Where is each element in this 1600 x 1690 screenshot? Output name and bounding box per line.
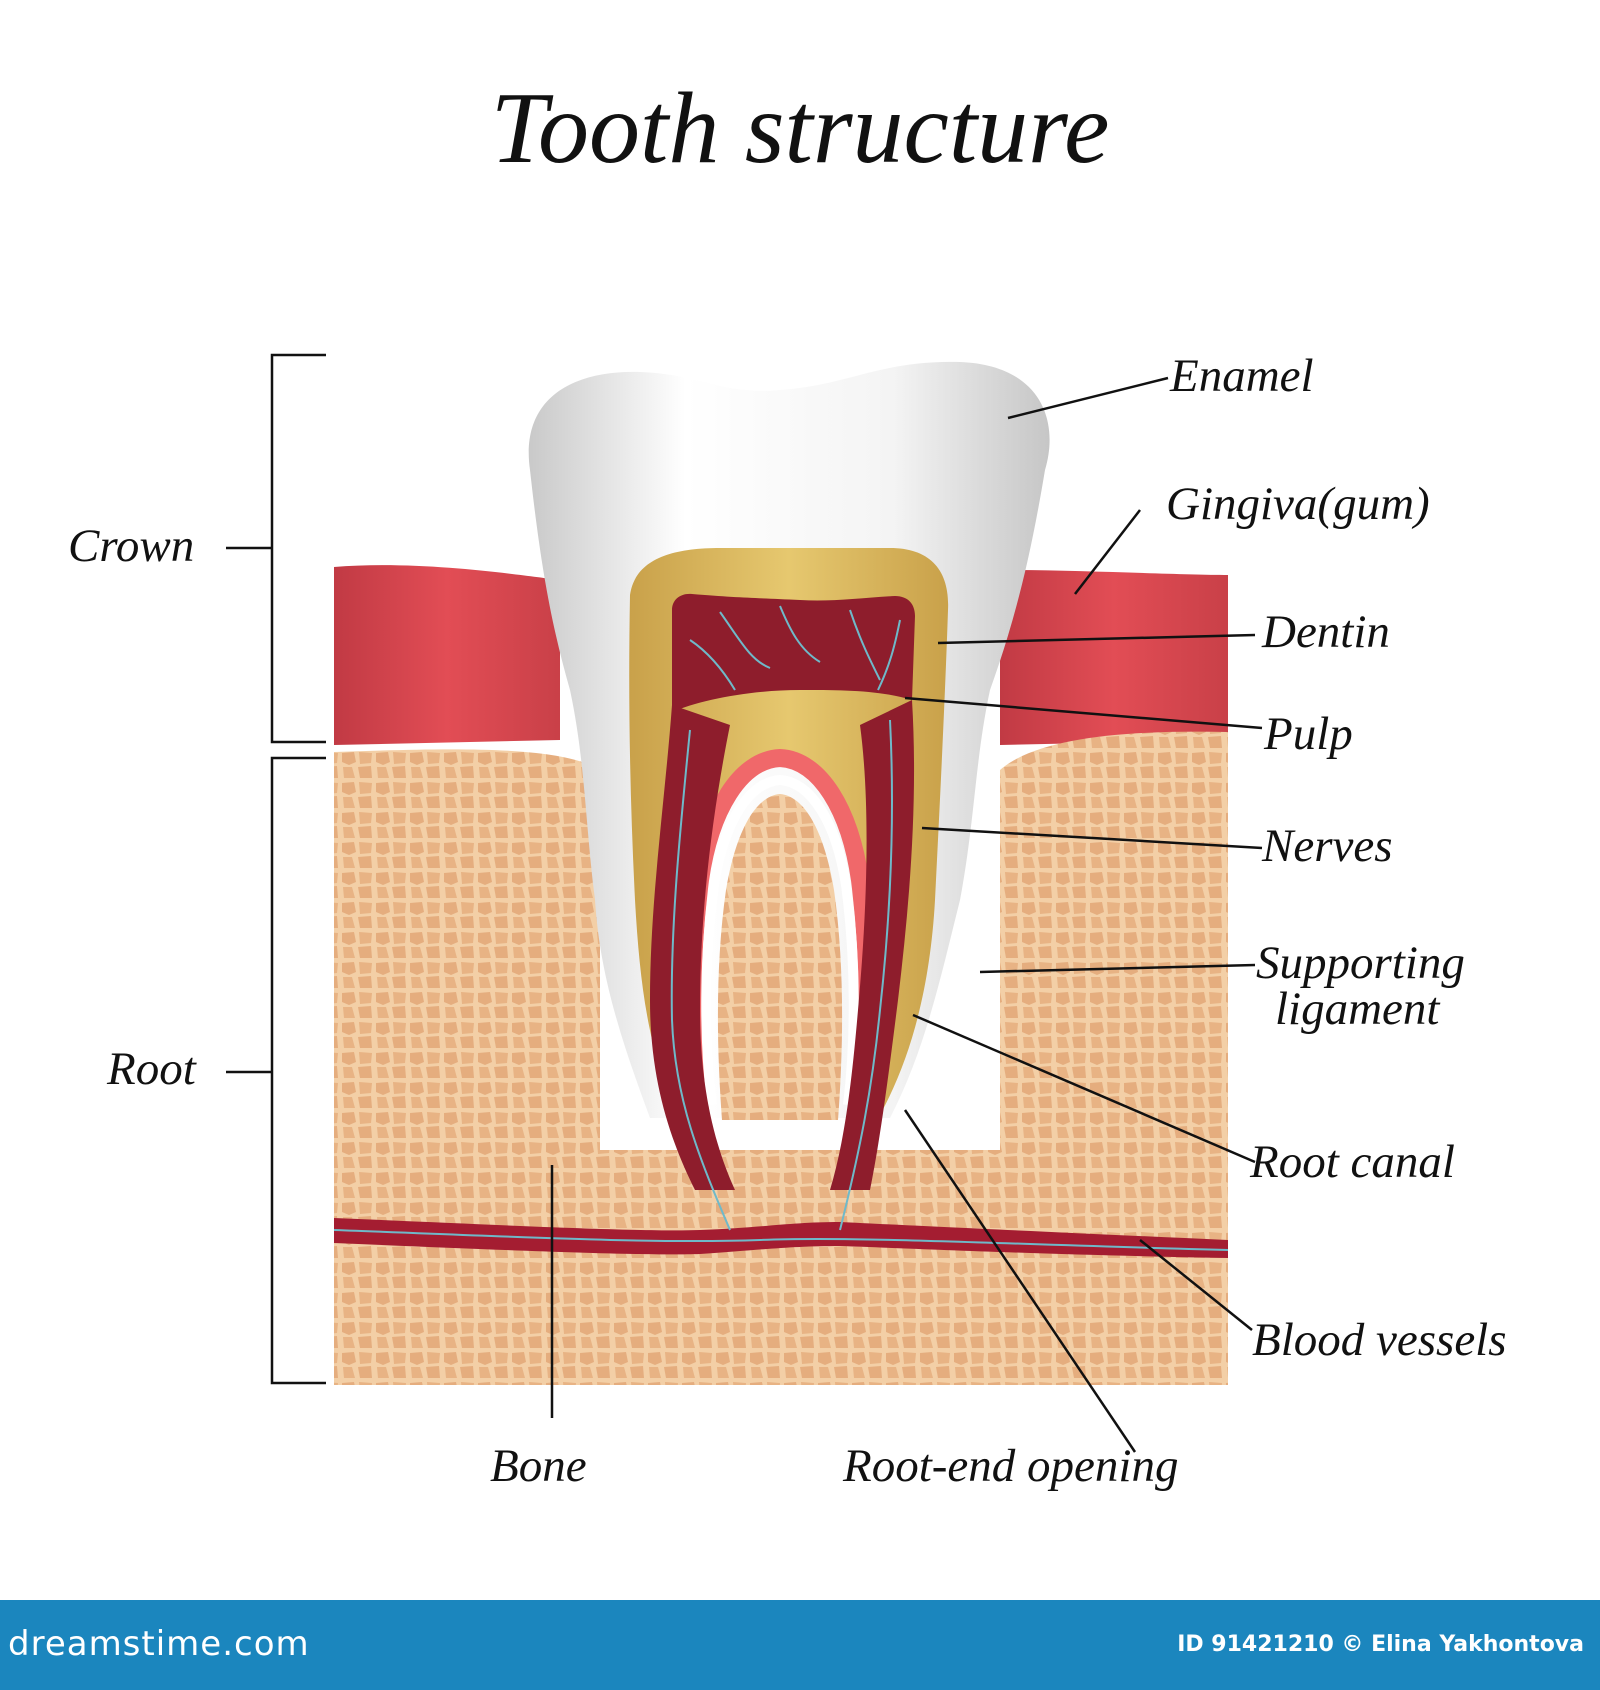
label-root-canal: Root canal [1250, 1136, 1455, 1188]
label-blood-vessels: Blood vessels [1252, 1314, 1507, 1366]
footer-logo[interactable]: dreamstime.com [8, 1624, 310, 1664]
ligament-white [701, 774, 859, 1106]
label-nerves: Nerves [1262, 820, 1393, 872]
gingiva-shape-right [1000, 570, 1228, 745]
footer-credit: ID 91421210 © Elina Yakhontova [1177, 1632, 1584, 1657]
root-canal-left [650, 705, 735, 1190]
label-root: Root [107, 1043, 196, 1095]
label-dentin: Dentin [1262, 606, 1390, 658]
bone-shape-right [1000, 731, 1228, 1385]
root-bracket [226, 756, 326, 1385]
bone-shape-base [560, 1150, 1040, 1385]
label-pulp: Pulp [1264, 708, 1353, 760]
gingiva-shape [334, 565, 560, 745]
label-bone: Bone [490, 1440, 587, 1492]
nerve-lines [670, 605, 901, 1231]
label-gingiva: Gingiva(gum) [1166, 478, 1430, 530]
blood-vessel-band [334, 1218, 1228, 1258]
tooth-structure-diagram [226, 353, 1263, 1453]
label-crown: Crown [68, 520, 195, 572]
crown-bracket [226, 353, 326, 744]
label-enamel: Enamel [1170, 350, 1314, 402]
footer-bar: dreamstime.com ID 91421210 © Elina Yakho… [0, 1600, 1600, 1690]
diagram-title: Tooth structure [490, 72, 1110, 185]
label-supporting-ligament-line1: Supporting [1256, 937, 1465, 989]
leader-lines [550, 376, 1263, 1453]
label-root-end-opening: Root-end opening [843, 1440, 1179, 1492]
root-canal-right [830, 700, 915, 1190]
bone-core [717, 794, 843, 1120]
blood-vessel-lines [333, 1229, 1229, 1251]
label-supporting-ligament-line2: ligament [1275, 983, 1440, 1035]
